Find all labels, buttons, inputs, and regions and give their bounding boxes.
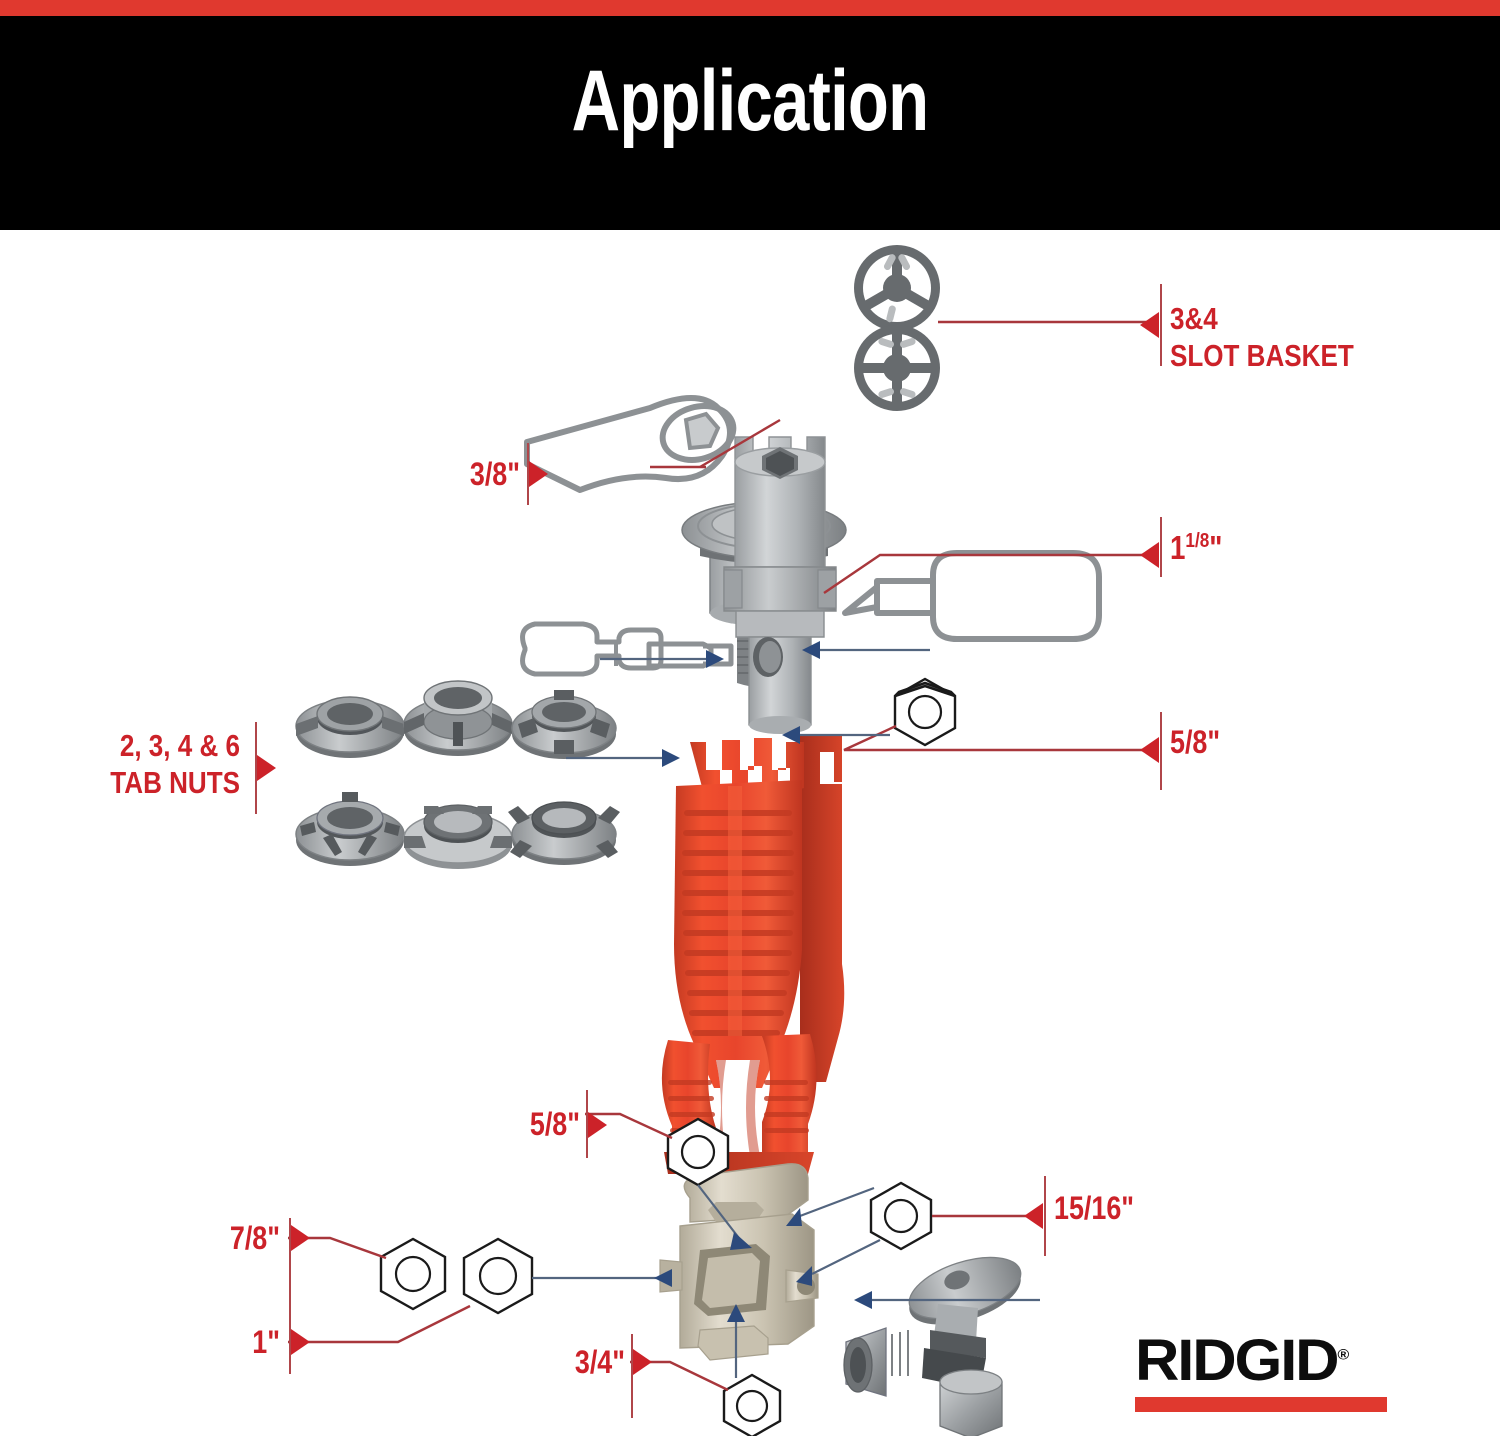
tab-nut-group xyxy=(295,680,620,869)
label-size-1-1-8-unit: " xyxy=(1209,529,1223,566)
marker-size-5-8-top xyxy=(1140,737,1159,763)
hex-nut xyxy=(893,677,957,747)
faucet-socket-tool xyxy=(723,436,837,734)
tick-tab-nuts xyxy=(255,722,257,814)
tick-slot-basket xyxy=(1160,284,1162,366)
label-size-5-8-bot: 5/8" xyxy=(529,1106,580,1142)
basket-crossbar-3slot xyxy=(854,245,940,331)
hex-nut xyxy=(722,1373,782,1436)
tick-size-1-1-8 xyxy=(1160,517,1162,577)
tab-nut xyxy=(295,696,405,758)
open-end-wrench xyxy=(842,550,1102,642)
label-size-5-8-top: 5/8" xyxy=(1170,724,1221,760)
leader-lines-blue xyxy=(532,648,1040,1378)
label-size-1: 1" xyxy=(252,1324,280,1360)
label-size-7-8: 7/8" xyxy=(229,1220,280,1256)
tick-size-5-8-bot xyxy=(586,1090,588,1158)
label-size-15-16: 15/16" xyxy=(1054,1190,1135,1226)
title-band xyxy=(0,16,1500,230)
tick-size-3-8 xyxy=(527,443,529,505)
label-size-1-1-8-fraction: 1/8 xyxy=(1185,529,1210,552)
tick-size-1 xyxy=(289,1312,291,1374)
marker-slot-basket xyxy=(1140,312,1159,338)
hex-nut xyxy=(869,1181,933,1251)
top-accent-bar xyxy=(0,0,1500,16)
marker-size-5-8-bot xyxy=(588,1112,607,1138)
brand-wordmark: RIDGID® xyxy=(1135,1332,1402,1390)
box-end-wrench-socket xyxy=(683,411,721,451)
basin-wrench-head xyxy=(659,1163,819,1361)
label-size-3-4: 3/4" xyxy=(574,1344,625,1380)
marker-size-3-4 xyxy=(633,1349,652,1375)
basket-crossbar-4slot xyxy=(854,325,940,411)
label-size-1-1-8: 11/8" xyxy=(1170,529,1223,566)
marker-size-7-8 xyxy=(291,1225,310,1251)
hex-nut-group xyxy=(379,677,957,1436)
angle-stop-valve xyxy=(843,1256,1022,1436)
tick-size-7-8 xyxy=(289,1218,291,1314)
marker-size-1-1-8 xyxy=(1140,542,1159,568)
exploded-diagram xyxy=(288,245,1158,1436)
marker-size-15-16 xyxy=(1024,1203,1043,1229)
label-slot-basket-line1: 3&4 xyxy=(1170,301,1218,336)
tab-nut xyxy=(508,801,620,865)
leader-lines-red xyxy=(288,320,1158,1392)
hex-nut xyxy=(379,1237,447,1311)
tick-size-15-16 xyxy=(1044,1176,1046,1256)
tab-nut xyxy=(403,680,513,756)
tab-nut xyxy=(295,792,405,866)
brand-logo: RIDGID® xyxy=(1135,1332,1387,1412)
label-size-3-8: 3/8" xyxy=(469,456,520,492)
brand-name: RIDGID xyxy=(1135,1328,1340,1393)
red-wrench xyxy=(661,734,845,1174)
blue-arrowheads xyxy=(654,641,872,1322)
tab-nut xyxy=(511,690,617,759)
screwdriver xyxy=(520,621,734,677)
label-slot-basket-line2: SLOT BASKET xyxy=(1170,338,1354,373)
label-tab-nuts-line2: TAB NUTS xyxy=(110,765,240,800)
brand-underline-bar xyxy=(1135,1397,1387,1412)
tab-nut xyxy=(403,804,513,869)
registered-trademark-icon: ® xyxy=(1337,1346,1350,1364)
tick-size-5-8-top xyxy=(1160,712,1162,790)
hex-nut xyxy=(666,1117,730,1187)
label-tab-nuts-line1: 2, 3, 4 & 6 xyxy=(119,728,240,763)
page-title: Application xyxy=(571,53,929,149)
marker-tab-nuts xyxy=(257,755,276,781)
label-size-1-1-8-whole: 1 xyxy=(1170,529,1186,566)
marker-size-3-8 xyxy=(529,461,548,487)
box-end-wrench xyxy=(524,395,737,493)
marker-size-1 xyxy=(291,1329,310,1355)
tick-size-3-4 xyxy=(631,1334,633,1418)
hex-nut xyxy=(462,1237,534,1315)
